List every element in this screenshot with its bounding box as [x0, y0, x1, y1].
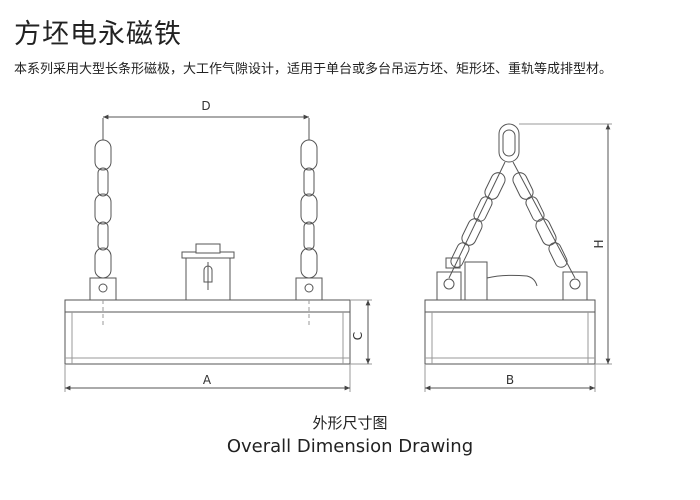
- side-magnet-body: [424, 299, 596, 365]
- dim-label-h: H: [592, 239, 606, 248]
- lifting-ring: [498, 123, 520, 163]
- caption-english: Overall Dimension Drawing: [226, 436, 474, 457]
- front-view: [64, 114, 372, 392]
- page-title: 方坯电永磁铁: [14, 19, 182, 50]
- side-right-chain: [512, 161, 576, 279]
- dim-label-b: B: [506, 373, 514, 387]
- dim-label-a: A: [203, 373, 212, 387]
- product-description: 本系列采用大型长条形磁极，大工作气隙设计，适用于单台或多台吊运方坯、矩形坯、重轨…: [14, 62, 613, 77]
- front-magnet-body: [64, 299, 351, 365]
- dim-label-c: C: [351, 332, 365, 340]
- dim-label-d: D: [201, 99, 210, 113]
- side-view: [424, 123, 612, 392]
- side-left-chain: [448, 161, 506, 279]
- front-left-chain: [94, 118, 112, 325]
- front-right-chain: [300, 118, 318, 325]
- caption-chinese: 外形尺寸图: [312, 414, 388, 432]
